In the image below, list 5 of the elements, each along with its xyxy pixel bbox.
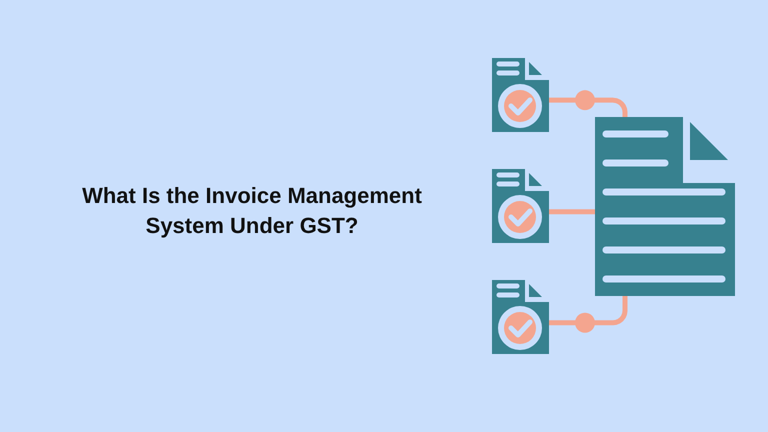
checked-document-icon — [492, 58, 549, 132]
checked-document-icon — [492, 280, 549, 355]
checked-document-icon — [492, 169, 549, 244]
title: What Is the Invoice Management System Under GST? — [81, 182, 423, 240]
document-icon — [595, 117, 735, 296]
